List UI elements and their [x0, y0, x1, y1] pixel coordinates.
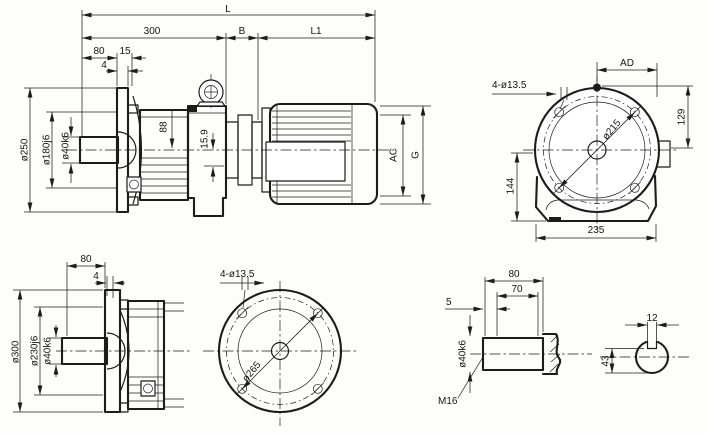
motor-base [534, 174, 658, 223]
dim-label-dia40k6: ø40k6 [61, 132, 72, 160]
dim-label-dia300: ø300 [11, 340, 22, 363]
dim-label-43: 43 [601, 355, 612, 367]
dim-label-88: 88 [159, 121, 170, 133]
dim-label-4: 4 [101, 60, 107, 71]
input-oil-plug [140, 380, 156, 397]
dim-label-AD: AD [620, 58, 634, 69]
dim-label-80-input: 80 [80, 254, 92, 265]
side-view-dimension-lines [24, 10, 431, 213]
dim-label-300: 300 [144, 26, 161, 37]
dim-label-dia40k6-input: ø40k6 [43, 337, 54, 365]
dim-label-235: 235 [588, 225, 605, 236]
dim-label-4-input: 4 [93, 271, 99, 282]
dim-label-dia230j6: ø230j6 [30, 335, 41, 366]
dim-label-144: 144 [506, 177, 517, 194]
dim-label-dia265: ø265 [240, 359, 263, 384]
dim-label-15: 15 [119, 46, 131, 57]
dim-label-4-dia13_5-motor: 4-ø13.5 [492, 80, 527, 91]
keyway-slot [646, 341, 658, 350]
shaft-detail-view: 80 70 5 ø40k6 M16 [438, 269, 592, 407]
dim-label-70: 70 [511, 284, 523, 295]
dim-label-129: 129 [677, 108, 688, 125]
dim-label-dia180j6: ø180j6 [42, 134, 53, 165]
dim-label-dia40k6-shaft: ø40k6 [458, 340, 469, 368]
input-housing [126, 299, 166, 411]
motor-face-view: 4-ø13.5 AD 129 ø215 144 235 [492, 58, 693, 242]
dim-label-B: B [239, 26, 246, 37]
dim-label-G: G [411, 151, 422, 159]
dim-label-80-shaft: 80 [508, 269, 520, 280]
motor-face-dimension-lines [492, 62, 693, 242]
flange-face-view: 4-ø13.5 ø265 [203, 269, 357, 426]
dim-label-15_9: 15.9 [200, 129, 211, 149]
key-section-dimension-lines [605, 322, 679, 374]
dim-label-M16: M16 [438, 396, 458, 407]
oil-plug [126, 176, 142, 193]
input-flange-view: 80 4 ø300 ø230j6 ø40k6 [11, 254, 190, 414]
shaft-shoulder [541, 332, 562, 376]
dim-label-AC: AC [389, 148, 400, 162]
dim-label-L1: L1 [310, 26, 322, 37]
key-section-view: 12 43 [600, 313, 692, 375]
flange-face-dimension-lines [220, 277, 264, 309]
gearbox-rear-housing [186, 104, 228, 218]
side-view: L 300 B L1 80 15 4 ø250 ø180j6 ø40k6 88 … [20, 4, 431, 218]
dim-label-dia250: ø250 [20, 138, 31, 161]
motor-cooling-fins [272, 110, 351, 198]
terminal-box [265, 141, 346, 182]
lifting-lug-dot [593, 83, 601, 92]
dim-label-5: 5 [446, 297, 452, 308]
shaft-detail-dimension-lines [445, 277, 544, 399]
dim-label-80: 80 [93, 46, 105, 57]
input-flange-dimension-lines [13, 262, 125, 413]
dim-label-4-dia13_5-flange: 4-ø13.5 [220, 269, 255, 280]
dim-label-12: 12 [646, 313, 658, 324]
dim-label-L: L [225, 4, 231, 15]
